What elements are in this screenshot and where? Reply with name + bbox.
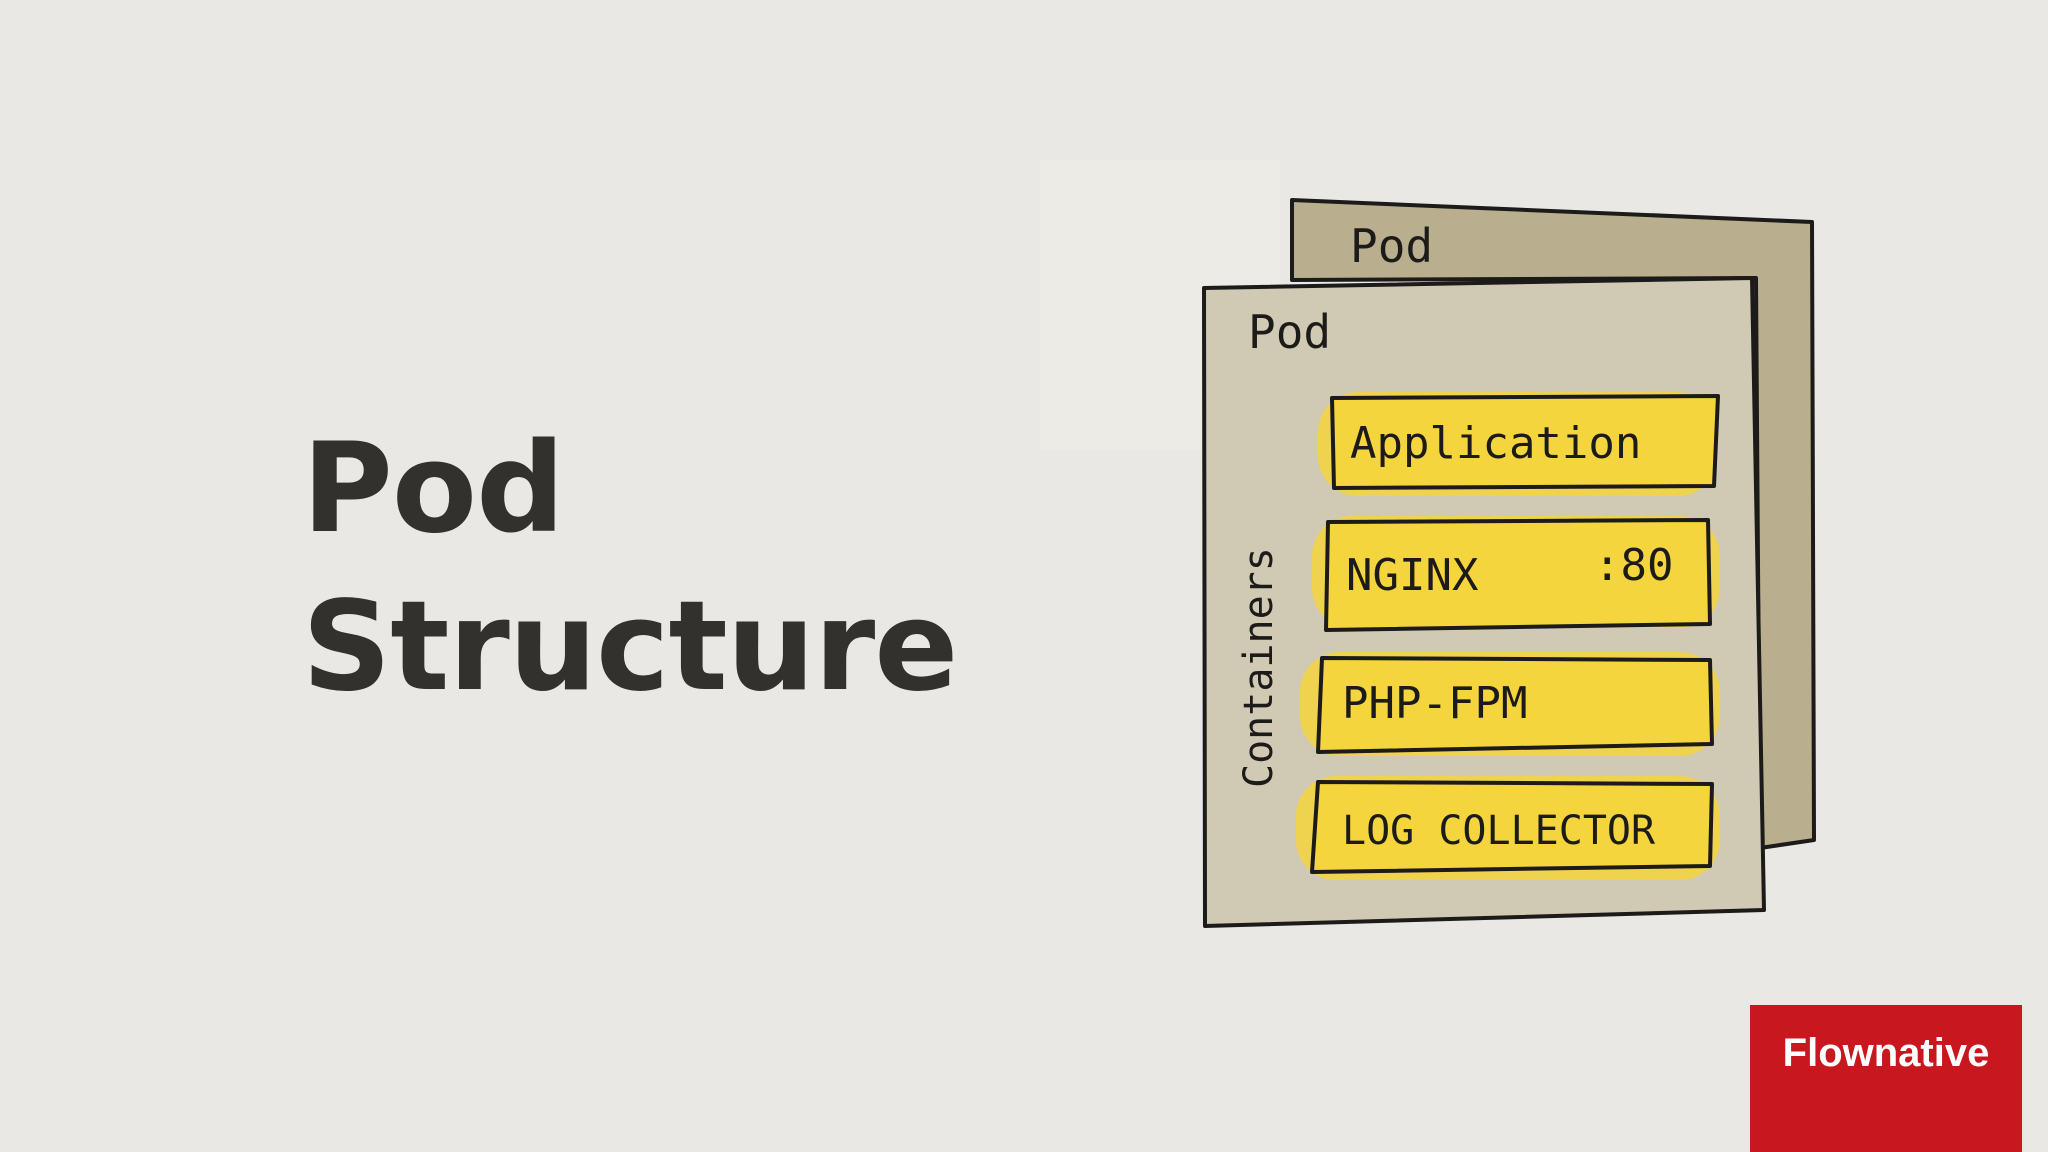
container-nginx-port: :80 [1594, 540, 1673, 591]
containers-label: Containers [1236, 547, 1282, 788]
flownative-logo: Flownative [1750, 1005, 2022, 1152]
front-pod-label: Pod [1248, 305, 1331, 359]
slide-title-line-2: Structure [302, 575, 958, 719]
slide-title-line-1: Pod [302, 417, 565, 561]
container-php-fpm-box [1316, 656, 1714, 754]
back-pod-label: Pod [1350, 219, 1433, 273]
container-php-fpm: PHP-FPM [1300, 652, 1720, 756]
container-application-label: Application [1350, 418, 1641, 469]
container-nginx-box [1324, 518, 1712, 632]
container-php-fpm-label: PHP-FPM [1342, 678, 1527, 729]
container-log-collector-box [1310, 780, 1714, 874]
logo-text: Flownative [1782, 1031, 1990, 1075]
container-application: Application [1318, 392, 1720, 496]
container-log-collector-label: LOG COLLECTOR [1342, 808, 1656, 854]
container-nginx-label: NGINX [1346, 550, 1479, 601]
container-log-collector: LOG COLLECTOR [1296, 776, 1720, 880]
slide-title: Pod Structure [302, 410, 958, 726]
container-nginx: NGINX :80 [1312, 516, 1720, 632]
container-application-box [1330, 394, 1720, 490]
